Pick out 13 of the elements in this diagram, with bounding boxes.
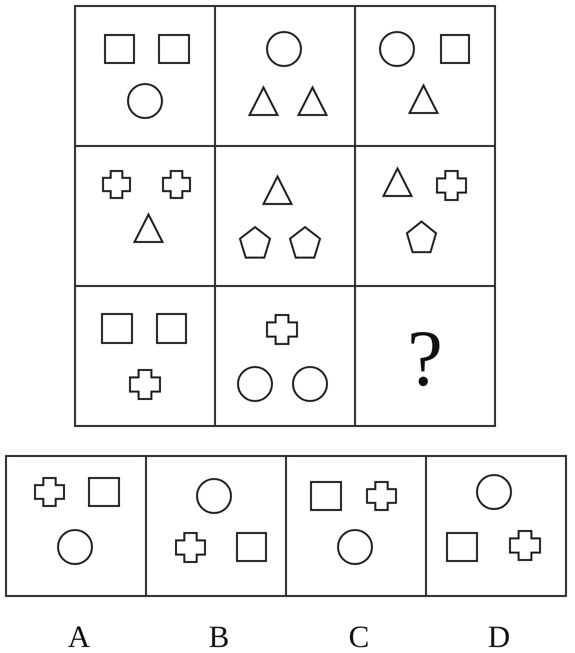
answer-option-cell (5, 455, 147, 597)
option-label: B (208, 621, 230, 652)
question-mark: ? (407, 318, 443, 399)
puzzle-cell (74, 5, 216, 147)
answer-option-cell (145, 455, 287, 597)
answer-option-cell (285, 455, 427, 597)
puzzle-cell (354, 285, 496, 427)
puzzle-cell (354, 5, 496, 147)
option-label: D (488, 621, 510, 652)
option-label: A (68, 621, 90, 652)
puzzle-cell (74, 285, 216, 427)
option-label: C (348, 621, 370, 652)
answer-option-cell (425, 455, 567, 597)
